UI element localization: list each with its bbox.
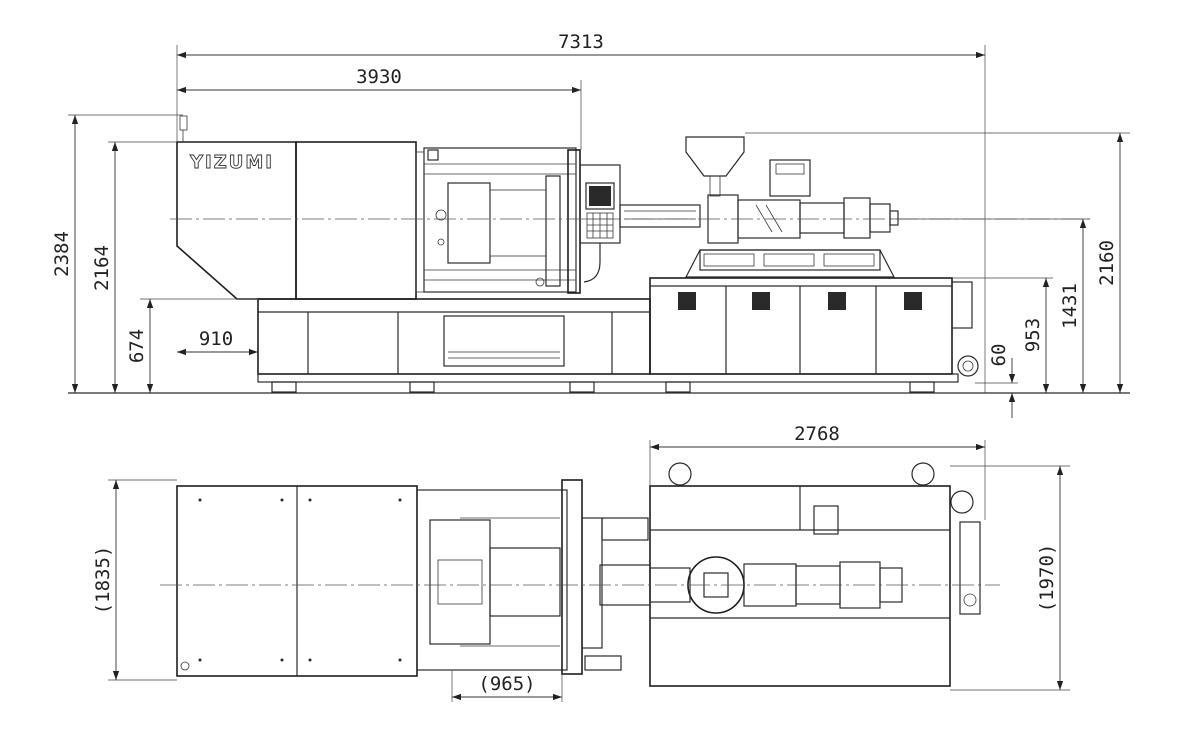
dim-overall-length: 7313 [558, 31, 604, 53]
dim-overall-height: 2384 [51, 231, 73, 277]
panel-keypad [586, 212, 614, 239]
dim-plan-width-right: (1970) [1036, 544, 1058, 613]
dim-clamp-length: 3930 [356, 66, 402, 88]
control-panel [579, 164, 621, 283]
leveling-feet [271, 381, 935, 393]
side-elevation-view: YIZUMI [51, 31, 1130, 418]
dim-tiebar-offset: 910 [199, 328, 233, 350]
plan-injection-cabinet [649, 462, 951, 687]
plan-clamp-mechanism [416, 479, 649, 675]
clamp-unit: YIZUMI [176, 115, 581, 300]
brand-logo: YIZUMI [189, 152, 274, 173]
dim-top-height: 2164 [91, 245, 113, 291]
plan-clamp-housing [176, 485, 418, 677]
machine-base [257, 298, 959, 383]
dim-hopper-height: 2160 [1096, 240, 1118, 286]
dim-plan-width-left: (1835) [92, 546, 114, 615]
plan-view: 2768 (965) (1835) (1970) [92, 423, 1070, 702]
dim-foot-height: 60 [988, 344, 1010, 367]
dim-injection-width: 2768 [794, 423, 840, 445]
dim-plan-offset: (965) [478, 673, 535, 695]
injection-cabinet [649, 277, 979, 377]
injection-unit [619, 136, 899, 278]
dim-axis-height: 953 [1022, 318, 1044, 352]
dim-base-height: 674 [126, 329, 148, 363]
dim-mid-height: 1431 [1059, 283, 1081, 329]
plan-injection-unit [599, 490, 981, 615]
